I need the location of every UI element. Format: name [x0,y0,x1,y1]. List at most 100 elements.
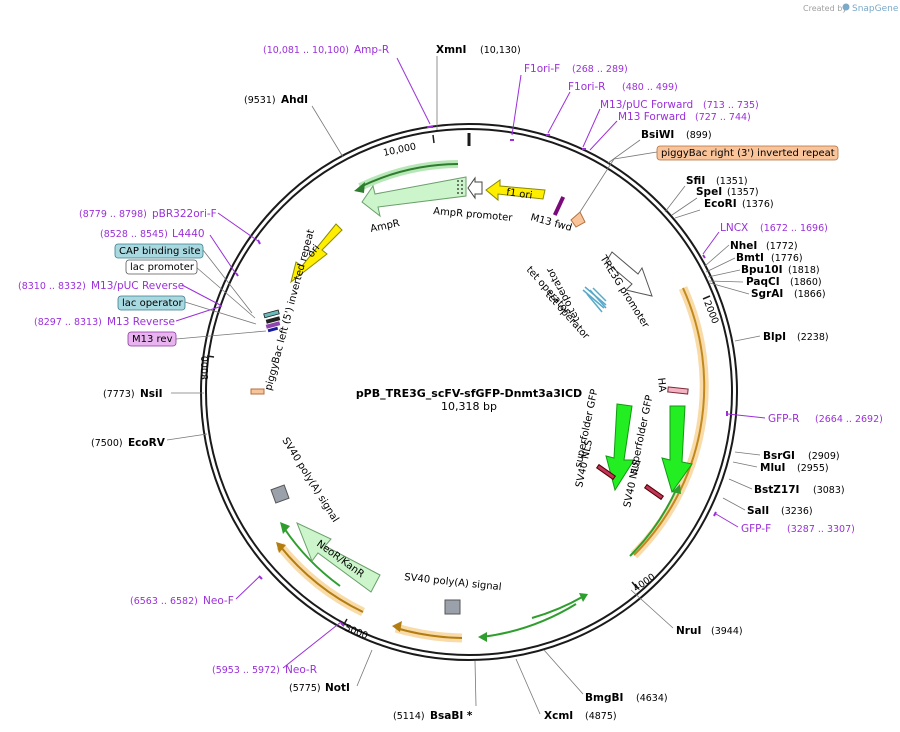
ampr-promoter-feature [467,176,483,200]
site-spei: SpeI [696,186,722,198]
site-ahdi: AhdI [281,94,308,106]
primer-m13-forward-pos: (727 .. 744) [695,112,751,123]
site-bsiwi: BsiWI [641,129,674,141]
site-ecorv-pos: (7500) [91,438,123,449]
site-sgrai: SgrAI [751,288,783,300]
neor-kanr-feature [296,522,381,593]
site-xcmi-pos: (4875) [585,711,617,722]
primer-pbr322ori-f-pos: (8779 .. 8798) [79,209,147,220]
f1-ori-label: f1 ori [506,187,533,202]
neor-kanr-label: NeoR/KanR [314,539,366,581]
lac-operator-box [117,295,186,311]
site-bsrgi-pos: (2909) [808,451,840,462]
primer-m13-reverse: M13 Reverse [107,316,175,328]
site-spei-pos: (1357) [727,187,759,198]
backbone-inner-ring [205,128,733,656]
tick-label-2000: 2000 [701,299,720,326]
site-nsii: NsiI [140,388,163,400]
site-bpu10i: Bpu10I [741,264,783,276]
tick-label-10000: 10,000 [382,141,417,159]
site-xmni-pos: (10,130) [480,45,521,56]
site-ecori-pos: (1376) [742,199,774,210]
site-paqci: PaqCI [746,276,780,288]
primer-m13-puc-reverse-pos: (8310 .. 8332) [18,281,86,292]
sv40-polya-1-marker [270,484,290,504]
arrow-bottom-1 [481,603,577,638]
arrow-left-green [283,527,341,587]
neo-arrowhead [276,542,286,553]
plasmid-length: 10,318 bp [441,400,497,413]
orf-arrowhead-bottom [392,621,402,632]
site-nhei-pos: (1772) [766,241,798,252]
primer-leader-lines [175,57,766,669]
primer-neo-r: Neo-R [285,664,317,676]
f1-ori-feature [485,179,546,202]
primer-m13-puc-forward-pos: (713 .. 735) [703,100,759,111]
m13-rev-label: M13 rev [132,334,173,345]
piggybac-right-marker [570,211,586,228]
site-bstz17i: BstZ17I [754,484,799,496]
snapgene-logo-icon [842,3,850,11]
site-bsiwi-pos: (899) [686,130,712,141]
site-sfii: SfiI [686,175,705,187]
site-ahdi-pos: (9531) [244,95,276,106]
site-xmni: XmnI [436,44,466,56]
site-bmgbi-pos: (4634) [636,693,668,704]
site-noti-pos: (5775) [289,683,321,694]
cap-binding-site-label: CAP binding site [119,246,201,257]
primer-gfp-f: GFP-F [741,523,771,535]
site-blpi: BlpI [763,331,786,343]
primer-l4440-pos: (8528 .. 8545) [100,229,168,240]
watermark-prefix: Created by [803,4,847,13]
orf-arrow-right-green [629,489,677,557]
lac-operator-label: lac operator [122,298,183,309]
watermark-brand: SnapGene [852,4,899,14]
m13-rev-box [127,331,177,347]
orf-arc-bottom-highlight [394,623,463,643]
site-nhei: NheI [730,240,757,252]
site-paqci-pos: (1860) [790,277,822,288]
primer-m13-puc-reverse: M13/pUC Reverse [91,280,184,292]
primer-f1ori-f-pos: (268 .. 289) [572,64,628,75]
arrowhead-bottom-2 [579,593,588,602]
orf-arrowhead-right-green [672,484,681,494]
site-ecori: EcoRI [704,198,737,210]
m13-fwd-label: M13 fwd [529,212,573,234]
primer-lncx: LNCX [720,222,748,234]
site-bmti: BmtI [736,252,764,264]
site-bsrgi: BsrGI [763,450,795,462]
tre3g-promoter-feature [605,251,653,297]
piggybac-left-label: piggyBac left (5') inverted repeat [263,228,317,392]
site-mlui-pos: (2955) [797,463,829,474]
primer-f1ori-r: F1ori-R [568,81,605,93]
site-sali: SalI [747,505,769,517]
primer-f1ori-f: F1ori-F [524,63,560,75]
cap-binding-site-box [114,243,204,259]
sv40-polya-2-label: SV40 poly(A) signal [404,572,502,593]
primer-l4440: L4440 [172,228,205,240]
primer-f1ori-r-pos: (480 .. 499) [622,82,678,93]
sv40-nls-1-marker [595,463,617,481]
ampr-arc [359,163,459,188]
ampr-arc-arrowhead [354,182,365,193]
superfolder-gfp-1-feature [605,403,635,492]
primer-neo-r-pos: (5953 .. 5972) [212,665,280,676]
arrowhead-left-green [280,522,290,534]
ampr-promoter-label: AmpR promoter [433,206,514,224]
tick-label-8000: 8000 [200,356,211,380]
lac-promoter-label: lac promoter [130,262,195,273]
site-bmgbi: BmgBI [585,692,623,704]
site-noti: NotI [325,682,350,694]
superfolder-gfp-2-feature [661,405,693,494]
primer-gfp-f-pos: (3287 .. 3307) [787,524,855,535]
ori-feature [290,223,343,284]
lac-promoter-box [125,259,198,275]
primer-neo-f-pos: (6563 .. 6582) [130,596,198,607]
primer-gfp-r-pos: (2664 .. 2692) [815,414,883,425]
primer-gfp-r: GFP-R [768,413,799,425]
ha-marker [667,386,689,395]
piggybac-right-label: piggyBac right (3') inverted repeat [661,148,835,159]
primer-amp-r-pos: (10,081 .. 10,100) [263,45,349,56]
primer-m13-reverse-pos: (8297 .. 8313) [34,317,102,328]
